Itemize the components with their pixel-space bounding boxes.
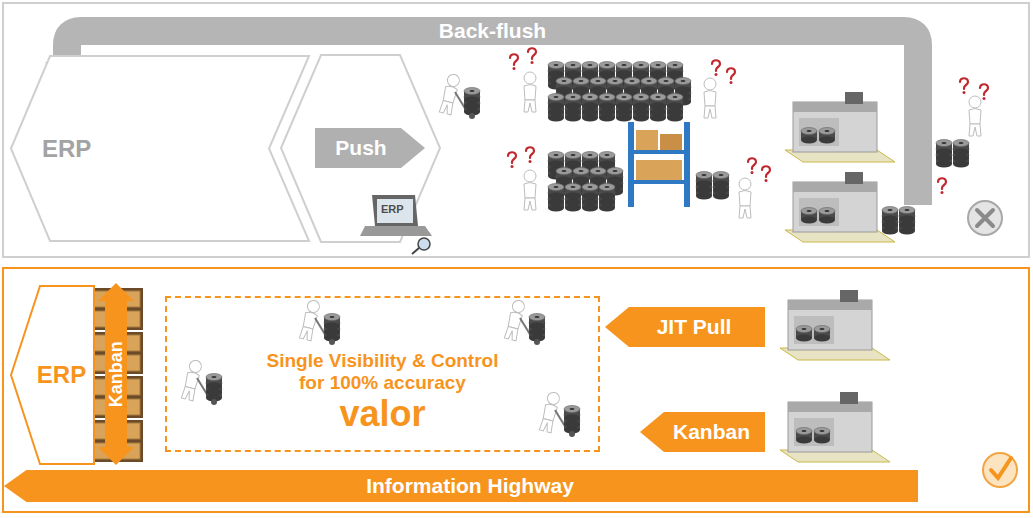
blue-rack — [628, 122, 690, 207]
line-part — [412, 248, 419, 254]
flow-shape: Kanban — [98, 283, 134, 465]
rect-part — [636, 160, 682, 180]
screen-label: ERP — [381, 203, 404, 215]
shape-label: ERP — [42, 135, 91, 163]
shape-label: Push — [335, 136, 386, 160]
polygon-part — [372, 195, 418, 226]
rect-part — [628, 180, 690, 184]
use-part — [508, 152, 516, 168]
push-chevron — [281, 55, 440, 242]
use-part — [936, 140, 969, 168]
shape-label: ERP — [37, 361, 86, 389]
flow-shape: Single Visibility & Control for 100% acc… — [165, 296, 600, 452]
polygon-part — [360, 226, 432, 236]
use-part — [785, 172, 895, 242]
shape-label: Single Visibility & Control for 100% acc… — [260, 350, 505, 394]
rect-part — [377, 199, 413, 223]
use-part — [780, 290, 890, 360]
circle-part — [968, 201, 1002, 235]
use-part — [748, 158, 756, 174]
path-part — [991, 458, 1011, 478]
use-part — [938, 178, 946, 194]
kanban-carts — [181, 299, 580, 437]
arrow-outline — [315, 128, 425, 168]
arrow-outline — [640, 412, 765, 452]
rect-part — [628, 122, 634, 207]
use-part — [969, 96, 981, 136]
use-part — [524, 72, 536, 112]
arrow-outline — [11, 286, 94, 464]
use-part — [548, 94, 683, 122]
placement-machines — [780, 92, 895, 462]
arrow-outline — [11, 56, 309, 241]
rect-part — [660, 134, 682, 150]
shape-label: Back-flush — [439, 19, 546, 43]
shape-label: valor — [339, 394, 425, 434]
question-marks — [508, 48, 988, 194]
use-part — [510, 54, 518, 70]
use-part — [528, 48, 536, 64]
shape-label: JIT Pull — [657, 315, 732, 339]
use-part — [882, 207, 915, 235]
confused-workers — [524, 72, 981, 218]
use-part — [785, 92, 895, 162]
use-part — [739, 178, 751, 218]
use-part — [524, 170, 536, 210]
flow-shape: Back-flush — [81, 17, 904, 45]
shape-label: Kanban — [106, 341, 127, 407]
circle-part — [983, 453, 1017, 487]
use-part — [960, 78, 968, 94]
rect-part — [684, 122, 690, 207]
circle-part — [418, 238, 430, 250]
rect-part — [628, 150, 690, 154]
use-part — [548, 184, 615, 212]
use-part — [780, 392, 890, 462]
use-part — [526, 147, 534, 163]
arrow-outline — [4, 470, 918, 502]
reel-piles — [548, 62, 969, 235]
flow-shape: Information Highway — [4, 470, 918, 502]
use-part — [504, 299, 545, 345]
flow-shape: ERP — [10, 285, 95, 465]
push-panel — [3, 3, 1029, 257]
rect-part — [636, 130, 658, 150]
shape-label: Kanban — [673, 420, 750, 444]
arrow-outline — [605, 307, 765, 347]
use-part — [712, 60, 720, 76]
use-part — [704, 78, 716, 118]
fail-badge — [968, 201, 1002, 235]
use-part — [539, 391, 580, 437]
arrow-outline — [98, 283, 134, 465]
flow-shape: JIT Pull — [605, 307, 765, 347]
use-part — [181, 359, 222, 405]
ok-badge — [983, 453, 1017, 487]
use-part — [299, 299, 340, 345]
use-part — [727, 68, 735, 84]
flow-shape: ERP — [10, 55, 310, 242]
use-part — [980, 84, 988, 100]
path-part — [977, 210, 993, 226]
use-part — [696, 172, 729, 200]
shape-label: Information Highway — [366, 474, 574, 498]
laptop — [360, 195, 432, 254]
use-part — [762, 166, 770, 182]
flow-shape: Push — [315, 128, 425, 168]
use-part — [439, 73, 480, 119]
flow-shape: Kanban — [640, 412, 765, 452]
pull-panel — [3, 268, 1029, 512]
